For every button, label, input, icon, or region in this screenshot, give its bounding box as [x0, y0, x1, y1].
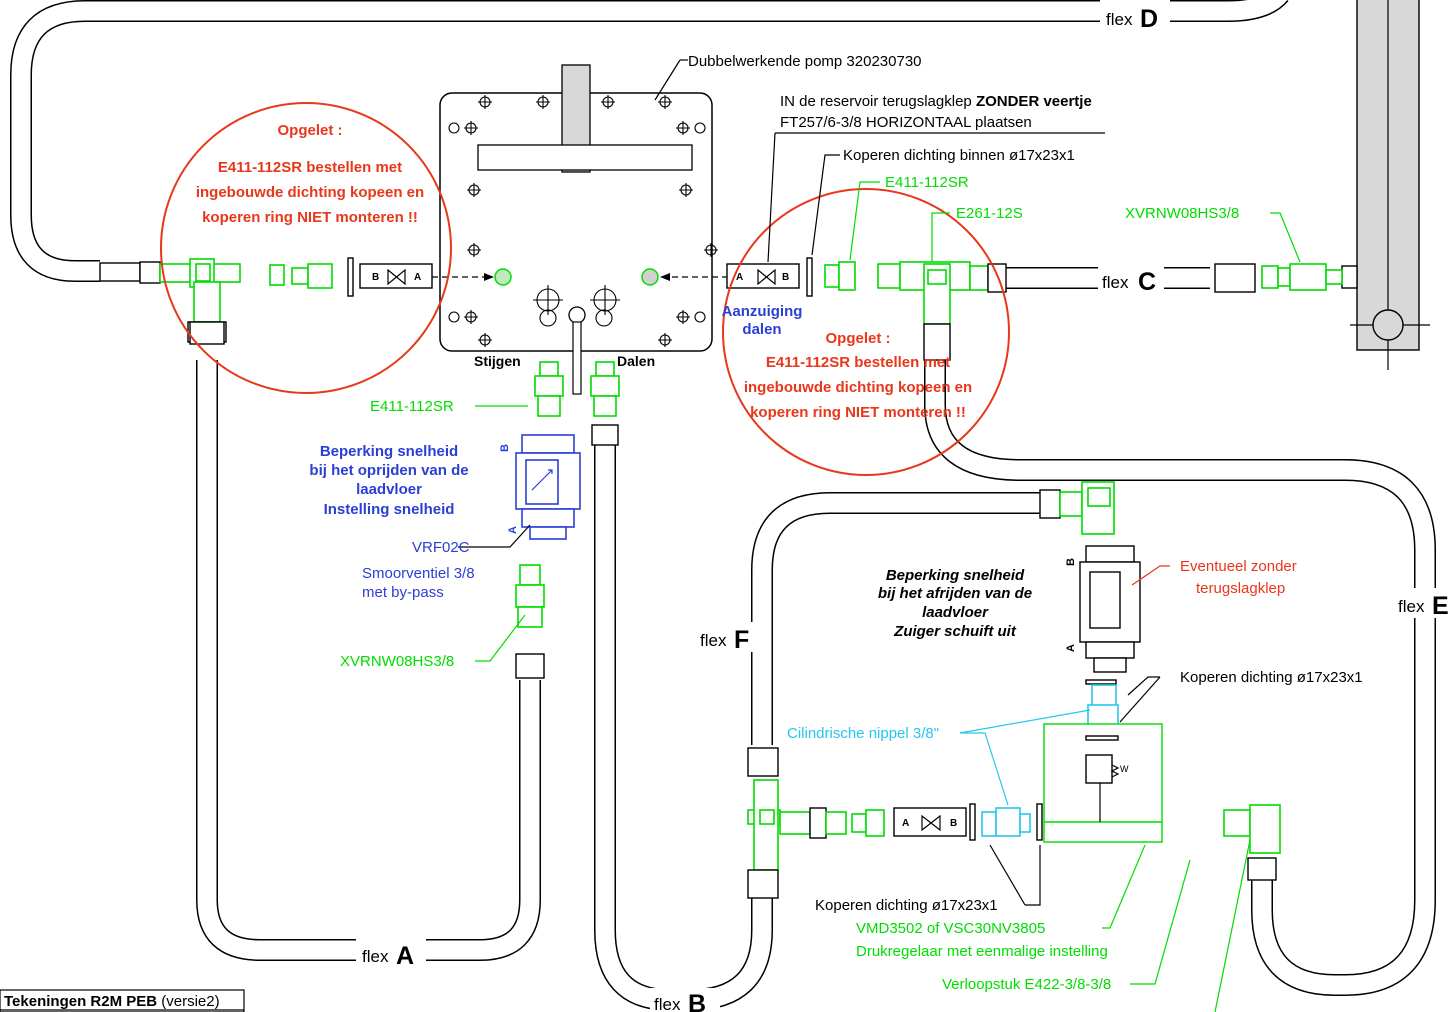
svg-text:B: B — [688, 990, 706, 1012]
arrow-head-left — [484, 273, 494, 281]
warning-left-line: koperen ring NIET monteren !! — [202, 209, 418, 226]
blue-valve — [515, 434, 581, 540]
valve-letter-b: B — [499, 444, 511, 452]
flex-label-a: flex A — [356, 937, 426, 970]
title-block: Tekeningen R2M PEB (versie2) — [0, 989, 245, 1012]
label-beperking-right: Zuiger schuift uit — [893, 623, 1017, 640]
label-beperking-left: laadvloer — [356, 481, 422, 498]
hose-flex-b — [594, 445, 773, 1011]
label-beperking-left: Beperking snelheid — [320, 443, 458, 460]
reservoir-note-line2: FT257/6-3/8 HORIZONTAAL plaatsen — [780, 114, 1032, 131]
label-beperking-right: bij het afrijden van de — [878, 585, 1032, 602]
flex-label-f: flex F — [696, 622, 768, 654]
warning-text-right: Opgelet : E411-112SR bestellen met ingeb… — [744, 330, 972, 421]
label-beperking-left: bij het oprijden van de — [309, 462, 468, 479]
right-fittings: A B — [726, 257, 1343, 361]
svg-text:B: B — [950, 818, 957, 829]
warning-left-line: ingebouwde dichting kopeen en — [196, 184, 424, 201]
reservoir-note-line1: IN de reservoir terugslagklep ZONDER vee… — [780, 93, 1092, 110]
label-copper-bottom: Koperen dichting ø17x23x1 — [815, 897, 998, 914]
svg-text:D: D — [1140, 5, 1158, 33]
svg-text:A: A — [736, 272, 743, 283]
svg-text:flex: flex — [700, 631, 727, 650]
warning-right-line: Opgelet : — [825, 330, 890, 347]
port-label-stijgen: Stijgen — [474, 353, 521, 369]
label-xvrn-top: XVRNW08HS3/8 — [1125, 205, 1239, 222]
warning-left-line: E411-112SR bestellen met — [218, 159, 402, 176]
hose-flex-e — [924, 360, 1436, 996]
label-beperking-right: laadvloer — [922, 604, 989, 621]
leader-lines — [458, 59, 1301, 1012]
cylinder — [1341, 0, 1430, 370]
hose-flex-d — [10, 0, 1289, 282]
svg-text:E: E — [1432, 592, 1449, 620]
port-label-dalen: Dalen — [617, 353, 655, 369]
title-block-text: Tekeningen R2M PEB (versie2) — [4, 993, 220, 1010]
hose-flex-f — [751, 492, 1040, 745]
flex-label-c: flex C — [1098, 262, 1164, 296]
svg-text:C: C — [1138, 268, 1156, 296]
warning-right-line: ingebouwde dichting kopeen en — [744, 379, 972, 396]
pump-label: Dubbelwerkende pomp 320230730 — [688, 53, 922, 70]
label-smoor: Smoorventiel 3/8 — [362, 565, 475, 582]
left-fittings: B A — [99, 257, 433, 343]
svg-text:flex: flex — [1102, 273, 1129, 292]
warning-circle-left — [160, 102, 452, 394]
label-e261: E261-12S — [956, 205, 1023, 222]
port-fittings — [189, 321, 620, 679]
label-eventueel: terugslagklep — [1196, 580, 1285, 597]
svg-text:flex: flex — [1106, 10, 1133, 29]
svg-text:flex: flex — [1398, 597, 1425, 616]
label-vmd: Drukregelaar met eenmalige instelling — [856, 943, 1108, 960]
warning-text-left: Opgelet : E411-112SR bestellen met ingeb… — [196, 122, 424, 226]
warning-left-line: Opgelet : — [277, 122, 342, 139]
valve-letter-a: A — [1065, 644, 1077, 652]
flex-label-d: flex D — [1100, 0, 1170, 33]
valve-letter-a: A — [507, 526, 519, 534]
lower-left-assembly: A B — [747, 747, 1281, 899]
svg-text:A: A — [902, 818, 909, 829]
lower-right-assembly: W — [1039, 481, 1163, 843]
label-cilindrische: Cilindrische nippel 3/8" — [787, 725, 939, 742]
svg-text:B: B — [372, 272, 379, 283]
label-beperking-right: Beperking snelheid — [886, 567, 1025, 584]
label-vrf02c: VRF02C — [412, 539, 470, 556]
label-aanzuiging: Aanzuiging — [722, 303, 803, 320]
pump-block — [439, 64, 718, 395]
svg-text:F: F — [734, 626, 749, 654]
label-verloop: Verloopstuk E422-3/8-3/8 — [942, 976, 1111, 993]
svg-text:A: A — [396, 942, 414, 970]
svg-text:flex: flex — [654, 995, 681, 1012]
label-aanzuiging: dalen — [742, 321, 781, 338]
svg-text:W: W — [1120, 764, 1129, 774]
flex-label-b: flex B — [650, 988, 720, 1012]
label-copper-inner: Koperen dichting binnen ø17x23x1 — [843, 147, 1075, 164]
label-eventueel: Eventueel zonder — [1180, 558, 1297, 575]
warning-circle-right — [722, 188, 1010, 476]
valve-letter-b: B — [1065, 558, 1077, 566]
label-copper-right: Koperen dichting ø17x23x1 — [1180, 669, 1363, 686]
svg-text:A: A — [414, 272, 421, 283]
arrow-head-right — [660, 273, 670, 281]
label-vmd: VMD3502 of VSC30NV3805 — [856, 920, 1045, 937]
warning-right-line: koperen ring NIET monteren !! — [750, 404, 966, 421]
warning-right-line: E411-112SR bestellen met — [766, 354, 950, 371]
label-e411-left: E411-112SR — [370, 398, 454, 415]
flex-label-e: flex E — [1394, 588, 1454, 620]
label-e411-top: E411-112SR — [885, 174, 969, 191]
label-smoor: met by-pass — [362, 584, 444, 601]
label-xvrn-bottom: XVRNW08HS3/8 — [340, 653, 454, 670]
svg-text:flex: flex — [362, 947, 389, 966]
label-beperking-left: Instelling snelheid — [324, 501, 455, 518]
svg-text:B: B — [782, 272, 789, 283]
